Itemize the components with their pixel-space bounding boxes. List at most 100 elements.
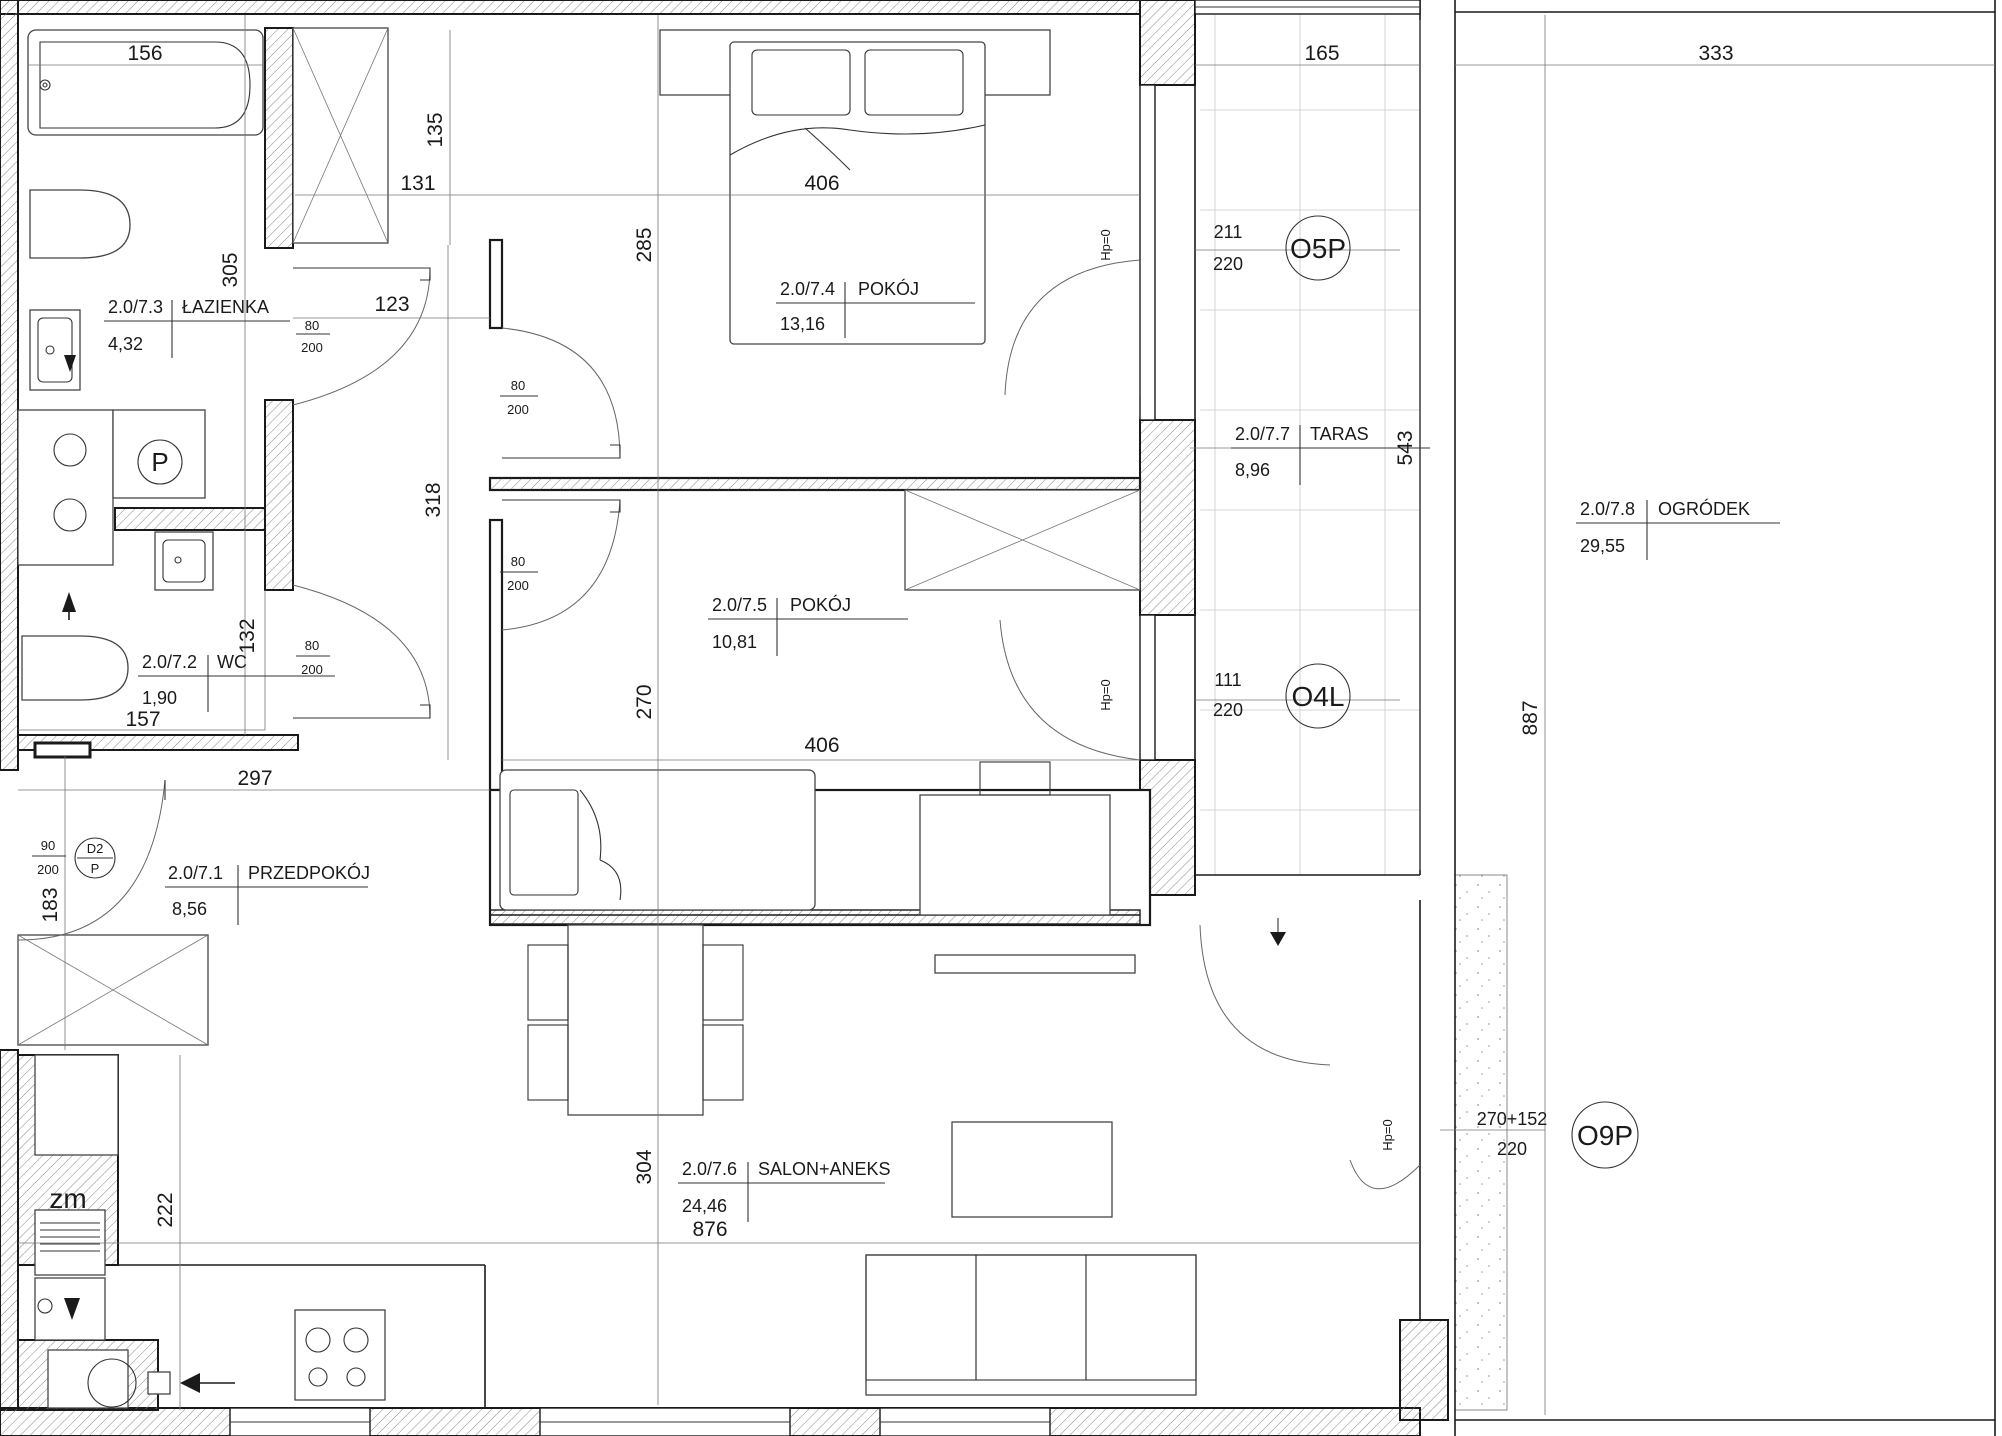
bed-single	[499, 769, 816, 911]
wc-toilet	[21, 592, 129, 701]
dim-bathroom-height: 305	[219, 252, 242, 287]
room-pokoj2-name: POKÓJ	[790, 594, 851, 615]
dim-room2-height: 270	[633, 684, 656, 719]
room-taras-name: TARAS	[1310, 424, 1369, 444]
dimension-labels: 156 165 333 135 131 406 285 305 123 318 …	[39, 42, 1734, 1241]
sofa	[865, 1254, 1197, 1396]
terrace-tiles	[1200, 15, 1420, 875]
door-wc-h: 200	[301, 662, 323, 677]
room-lazienka-id: 2.0/7.3	[108, 297, 163, 317]
room-salon-id: 2.0/7.6	[682, 1159, 737, 1179]
room-lazienka-area: 4,32	[108, 334, 143, 354]
tv-cabinet	[934, 954, 1136, 974]
dim-kitchen-height: 222	[154, 1192, 177, 1227]
room-labels: 2.0/7.1 PRZEDPOKÓJ 8,56 2.0/7.2 WC 1,90 …	[104, 278, 1780, 1222]
desk	[919, 761, 1111, 916]
door-labels: 80 200 80 200 80 200 80 200 90 200 D2 P	[32, 318, 538, 879]
window-o5p-code: O5P	[1290, 233, 1346, 264]
door-bath-w: 80	[305, 318, 319, 333]
dim-garden-width: 333	[1698, 42, 1733, 65]
door-room1-h: 200	[507, 402, 529, 417]
door-swings	[17, 259, 1421, 1190]
dining-table	[527, 924, 744, 1116]
window-labels: Hp=0 211 220 O5P Hp=0 111 220 O4L Hp=0 2…	[1098, 215, 1639, 1169]
window-o5p-note: Hp=0	[1098, 229, 1113, 260]
dim-room2-width: 406	[804, 734, 839, 757]
dim-123: 123	[374, 293, 409, 316]
wall-windows	[229, 0, 1421, 1436]
bath-toilet	[29, 189, 131, 259]
room-ogrodek-area: 29,55	[1580, 536, 1625, 556]
dim-apartment-width: 876	[692, 1218, 727, 1241]
window-o9p-h: 220	[1497, 1139, 1527, 1159]
hall-wardrobe	[17, 934, 209, 1046]
window-o4l-w: 111	[1214, 670, 1241, 690]
door-room2-h: 200	[507, 578, 529, 593]
room-pokoj2-area: 10,81	[712, 632, 757, 652]
kitchen	[34, 1054, 386, 1409]
dim-shower-height: 135	[424, 112, 447, 147]
window-o9p-note: Hp=0	[1380, 1119, 1395, 1150]
wc-sink	[154, 531, 214, 591]
door-room1-w: 80	[511, 378, 525, 393]
room-wc-name: WC	[217, 652, 247, 672]
room-salon-name: SALON+ANEKS	[758, 1159, 891, 1179]
room-pokoj2-id: 2.0/7.5	[712, 595, 767, 615]
dim-hall-height: 318	[422, 482, 445, 517]
dim-wc-width: 157	[125, 708, 160, 731]
door-room2-w: 80	[511, 554, 525, 569]
room-ogrodek-id: 2.0/7.8	[1580, 499, 1635, 519]
dim-hall-width: 297	[237, 767, 272, 790]
wardrobe-room2	[904, 489, 1141, 591]
bathtub	[27, 29, 264, 136]
entry-door-code: D2	[87, 841, 104, 856]
washing-machine	[17, 409, 114, 566]
room-wc-id: 2.0/7.2	[142, 652, 197, 672]
dim-wc-height: 132	[236, 618, 259, 653]
wardrobe-box-top	[292, 27, 389, 244]
bath-sink	[29, 309, 81, 391]
arrow-down-marker	[1270, 932, 1286, 946]
planting-strip	[1454, 874, 1508, 1411]
room-przedpokoj-area: 8,56	[172, 899, 207, 919]
dim-room1-height: 285	[633, 227, 656, 262]
room-taras-area: 8,96	[1235, 460, 1270, 480]
dim-entry-height: 183	[39, 887, 62, 922]
dim-terrace-width: 165	[1304, 42, 1339, 65]
dim-garden-height: 887	[1519, 700, 1542, 735]
shaft: P	[112, 409, 206, 499]
room-przedpokoj-name: PRZEDPOKÓJ	[248, 862, 370, 883]
window-o9p-code: O9P	[1577, 1120, 1633, 1151]
window-o4l-code: O4L	[1292, 681, 1345, 712]
entry-door-sub: P	[91, 861, 100, 876]
room-pokoj1-area: 13,16	[780, 314, 825, 334]
room-pokoj1-id: 2.0/7.4	[780, 279, 835, 299]
room-ogrodek-name: OGRÓDEK	[1658, 498, 1750, 519]
window-o9p-w: 270+152	[1477, 1109, 1548, 1129]
dim-room1-width: 406	[804, 172, 839, 195]
bed-double	[659, 29, 1051, 345]
room-wc-area: 1,90	[142, 688, 177, 708]
dim-131: 131	[400, 172, 435, 195]
room-pokoj1-name: POKÓJ	[858, 278, 919, 299]
door-bath-h: 200	[301, 340, 323, 355]
window-o5p-h: 220	[1213, 254, 1243, 274]
door-wc-w: 80	[305, 638, 319, 653]
shaft-symbol: P	[151, 447, 168, 477]
entry-door-h: 200	[37, 862, 59, 877]
entry-door-w: 90	[41, 838, 55, 853]
coffee-table	[951, 1121, 1113, 1218]
window-o4l-h: 220	[1213, 700, 1243, 720]
room-taras-id: 2.0/7.7	[1235, 424, 1290, 444]
entry-arrow	[180, 1373, 235, 1393]
window-o4l-note: Hp=0	[1098, 679, 1113, 710]
room-salon-area: 24,46	[682, 1196, 727, 1216]
room-przedpokoj-id: 2.0/7.1	[168, 863, 223, 883]
meter-symbol: zm	[49, 1183, 86, 1214]
electrical-panel	[33, 741, 92, 759]
room-lazienka-name: ŁAZIENKA	[182, 297, 269, 317]
window-o5p-w: 211	[1214, 222, 1243, 242]
dim-living-height: 304	[633, 1149, 656, 1184]
dim-bath-width: 156	[127, 42, 162, 65]
